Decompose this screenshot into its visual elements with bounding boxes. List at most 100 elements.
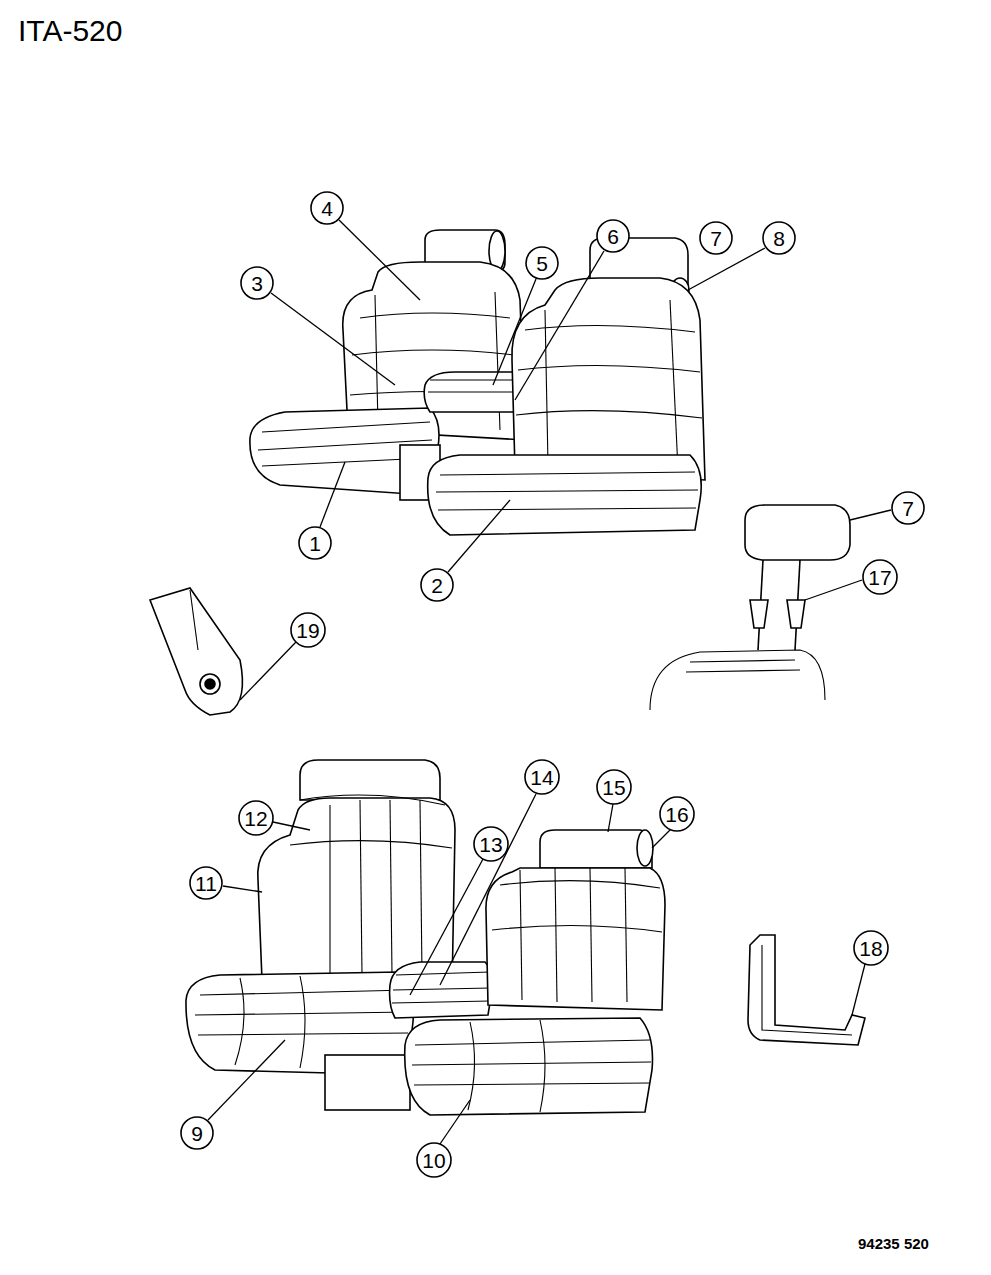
- seat-part-outline: [390, 800, 392, 975]
- callout-text: 14: [530, 767, 553, 788]
- seat-part-outline: [512, 278, 705, 480]
- callout-number: 7: [891, 491, 925, 525]
- callout-circle-outline: [525, 760, 559, 794]
- callout-circle-outline: [474, 827, 508, 861]
- callout-circle-outline: [311, 192, 343, 224]
- leader-line: [652, 830, 670, 848]
- seat-part-outline: [290, 841, 452, 848]
- leader-line: [223, 886, 262, 892]
- figure-id: ITA-520: [18, 14, 123, 47]
- seat-part-outline: [200, 674, 220, 694]
- seat-part-outline: [540, 830, 652, 868]
- seat-part-outline: [750, 600, 768, 628]
- leader-line: [440, 794, 536, 985]
- seat-part-outline: [390, 962, 493, 1018]
- callout-circle-outline: [190, 867, 222, 899]
- callout-text: 16: [665, 804, 688, 825]
- callout-circle-outline: [421, 569, 453, 601]
- leader-line: [493, 279, 536, 385]
- seat-part-outline: [590, 868, 592, 1002]
- seat-part-outline: [235, 978, 244, 1065]
- seat-part-outline: [414, 1083, 649, 1085]
- callout-text: 13: [479, 834, 502, 855]
- callout-circle-outline: [597, 220, 629, 252]
- callout-circle-outline: [660, 797, 694, 831]
- seat-part-outline: [198, 1033, 408, 1035]
- callout-circle-outline: [763, 222, 795, 254]
- callout-circle-outline: [291, 613, 325, 647]
- callout-circle-outline: [181, 1117, 213, 1149]
- callout-circle-outline: [892, 492, 924, 524]
- callout-number: 14: [524, 759, 560, 795]
- seat-part-outline: [262, 422, 430, 432]
- seat-part-outline: [637, 830, 653, 866]
- seat-part-outline: [748, 935, 865, 1045]
- seat-part-outline: [500, 881, 660, 888]
- leader-line: [271, 293, 395, 385]
- seat-part-outline: [415, 1040, 650, 1045]
- callout-number: 11: [189, 866, 223, 900]
- seat-part-outline: [300, 760, 440, 800]
- callout-number: 3: [240, 266, 274, 300]
- callout-number: 2: [420, 568, 454, 602]
- callout-text: 2: [431, 575, 443, 596]
- callout-text: 5: [536, 253, 548, 274]
- leader-line: [240, 642, 296, 700]
- callout-text: 8: [773, 228, 785, 249]
- seat-part-outline: [420, 800, 422, 975]
- callout-number: 9: [180, 1116, 214, 1150]
- callout-number: 7: [699, 221, 733, 255]
- seat-part-outline: [360, 800, 362, 975]
- seat-part-outline: [325, 1055, 410, 1110]
- callout-circle-outline: [597, 770, 631, 804]
- seat-part-outline: [525, 325, 695, 332]
- seat-part-outline: [650, 650, 825, 710]
- seat-part-outline: [428, 455, 702, 535]
- seat-part-outline: [430, 379, 525, 380]
- callout-text: 19: [296, 620, 319, 641]
- callout-text: 12: [244, 808, 267, 829]
- callout-text: 18: [859, 938, 882, 959]
- callout-number: 13: [473, 826, 509, 862]
- callout-number: 6: [596, 219, 630, 253]
- leader-line: [688, 248, 765, 290]
- callout-circle-outline: [241, 267, 273, 299]
- seat-part-outline: [200, 990, 408, 995]
- seat-part-outline: [412, 1062, 651, 1065]
- seat-part-outline: [300, 976, 305, 1068]
- leader-line: [440, 1100, 470, 1144]
- drawing-number: 94235 520: [858, 1236, 929, 1253]
- seat-part-outline: [486, 868, 665, 1010]
- callout-number: 15: [596, 769, 632, 805]
- leader-line: [850, 510, 891, 520]
- seat-part-outline: [468, 1022, 475, 1110]
- leader-line: [410, 859, 483, 995]
- leader-line: [320, 462, 345, 527]
- callout-number: 16: [659, 796, 695, 832]
- callout-number: 4: [310, 191, 344, 225]
- seat-part-outline: [745, 505, 850, 560]
- callout-circle-outline: [417, 1143, 451, 1177]
- seat-part-outline: [670, 300, 678, 470]
- callout-text: 7: [902, 498, 914, 519]
- seat-part-outline: [195, 1012, 410, 1015]
- seat-part-outline: [329, 805, 330, 975]
- seat-part-outline: [686, 670, 800, 672]
- seat-part-outline: [690, 660, 795, 662]
- callout-text: 1: [309, 533, 321, 554]
- seat-part-outline: [405, 1018, 653, 1115]
- leader-line: [339, 220, 420, 300]
- callout-number: 1: [298, 526, 332, 560]
- seat-part-outline: [438, 508, 696, 510]
- seat-part-outline: [625, 868, 627, 1002]
- seat-part-outline: [205, 679, 215, 689]
- leader-line: [805, 580, 862, 600]
- seat-part-outline: [555, 868, 557, 1002]
- seat-part-outline: [190, 590, 198, 650]
- leader-line: [208, 1040, 285, 1120]
- seat-part-outline: [520, 870, 522, 1000]
- seat-part-outline: [208, 220, 891, 1144]
- callout-text: 11: [195, 873, 217, 894]
- seat-part-outline: [396, 972, 490, 975]
